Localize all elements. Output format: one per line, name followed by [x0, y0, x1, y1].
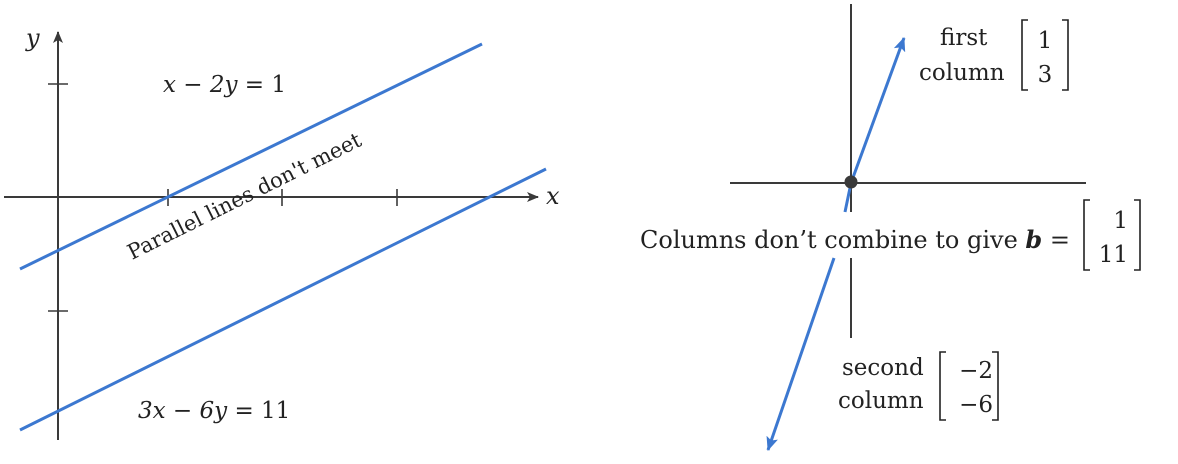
right-bracket [992, 351, 999, 421]
left-plot: y x x − 2y = 1 3x − 6y = 11 Parallel lin… [4, 24, 560, 440]
first-column-matrix: 1 3 [1021, 19, 1069, 91]
second-column-label-line2: column [838, 388, 924, 414]
y-axis-label: y [25, 24, 40, 52]
first-column-label-line1: first [940, 25, 988, 51]
second-column-label-line1: second [842, 355, 924, 381]
b-vector-matrix: 1 11 [1083, 199, 1141, 271]
right-plot: first column 1 3 Columns don’t combine t… [640, 4, 1141, 451]
line-3x-6y-11 [19, 167, 547, 432]
right-bracket [1062, 19, 1069, 91]
second-column-matrix: −2 −6 [939, 351, 999, 421]
first-column-bottom: 3 [1038, 62, 1053, 88]
origin-point [844, 175, 858, 189]
columns-statement: Columns don’t combine to give b = [640, 225, 1070, 254]
left-bracket [1021, 19, 1028, 91]
line-x-2y-1 [19, 42, 483, 271]
left-bracket [1083, 199, 1090, 271]
equation-1: x − 2y = 1 [163, 72, 286, 98]
equation-2: 3x − 6y = 11 [138, 398, 290, 424]
first-column-vector [849, 37, 906, 184]
first-column-label-line2: column [919, 60, 1005, 86]
second-column-top: −2 [959, 358, 993, 384]
x-axis-label: x [546, 182, 560, 210]
first-column-top: 1 [1038, 28, 1053, 54]
b-vector-bottom: 11 [1099, 242, 1128, 268]
second-column-vector [766, 257, 836, 451]
right-bracket [1134, 199, 1141, 271]
second-column-bottom: −6 [959, 392, 993, 418]
left-bracket [939, 351, 946, 421]
b-vector-top: 1 [1113, 208, 1128, 234]
